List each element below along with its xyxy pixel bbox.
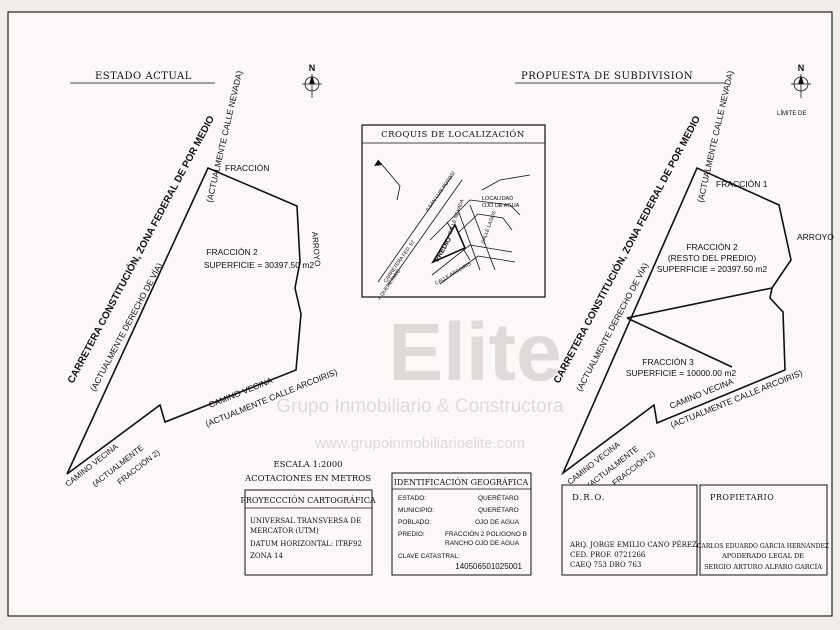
identificacion-title: IDENTIFICACIÓN GEOGRÁFICA: [394, 478, 529, 487]
watermark: Elite Grupo Inmobiliario & Constructora …: [276, 307, 564, 452]
croquis-localidad-1: LOCALIDAD: [482, 196, 513, 202]
propietario-line1: CARLOS EDUARDO GARCÍA HERNÁNDEZ: [697, 543, 829, 550]
watermark-brand: Elite: [388, 307, 561, 398]
left-polygon: [66, 166, 302, 475]
escala-line2: ACOTACIONES EN METROS: [244, 474, 371, 484]
right-limite: LÍMITE DE: [777, 110, 806, 117]
right-superficie2: SUPERFICIE = 20397.50 m2: [657, 264, 768, 274]
right-arroyo: ARROYO: [797, 232, 834, 242]
estado-value: QUERÉTARO: [478, 493, 519, 502]
left-arroyo: ARROYO: [310, 231, 322, 266]
identificacion-frame: [391, 472, 532, 576]
propietario-line2: APODERADO LEGAL DE: [721, 552, 804, 560]
right-title: PROPUESTA DE SUBDIVISION: [521, 71, 693, 82]
proyeccion-title: PROYECCCIÓN CARTOGRÁFICA: [240, 496, 375, 505]
right-resto: (RESTO DEL PREDIO): [668, 253, 756, 263]
clave-value: 140506501025001: [455, 562, 522, 571]
proyeccion-box: PROYECCCIÓN CARTOGRÁFICA UNIVERSAL TRANS…: [240, 489, 376, 576]
propietario-box: PROPIETARIO CARLOS EDUARDO GARCÍA HERNÁN…: [697, 484, 829, 576]
croquis-frame: [361, 124, 546, 298]
right-division-line-2: [626, 287, 773, 319]
dro-line1: ARQ. JORGE EMILIO CANO PÉREZ: [569, 540, 697, 549]
right-fraccion1: FRACCIÓN 1: [716, 179, 768, 189]
dro-box: D.R.O. ARQ. JORGE EMILIO CANO PÉREZ CED.…: [561, 484, 698, 576]
croquis-predio-shape: [431, 223, 467, 264]
dro-frame: [561, 484, 698, 576]
right-fraccion3: FRACCIÓN 3: [642, 357, 694, 367]
left-title: ESTADO ACTUAL: [95, 71, 192, 82]
right-polygon: [561, 166, 792, 476]
proyeccion-line3: DATUM HORIZONTAL: ITRF92: [250, 540, 362, 548]
north-arrow-icon: [798, 75, 804, 84]
croquis-title: CROQUIS DE LOCALIZACIÓN: [381, 128, 525, 140]
left-fraccion-top: FRACCIÓN: [225, 163, 269, 173]
poblado-value: OJO DE AGUA: [475, 519, 520, 526]
right-superficie3: SUPERFICIE = 10000.00 m2: [626, 368, 737, 378]
propietario-title: PROPIETARIO: [710, 493, 774, 502]
dro-line3: CAEQ 753 DRO 763: [570, 561, 641, 569]
estado-label: ESTADO:: [398, 495, 426, 502]
croquis-arrow-icon: [374, 160, 382, 166]
predio-value-2: RANCHO OJO DE AGUA: [445, 540, 520, 547]
dro-line2: CED. PROF. 0721266: [570, 551, 646, 559]
poblado-label: POBLADO:: [398, 519, 431, 526]
croquis-localidad-2: OJO DE AGUA: [482, 203, 520, 209]
municipio-label: MUNICIPIO:: [398, 507, 434, 514]
north-label: N: [309, 63, 316, 73]
propietario-line3: SERGIO ARTURO ALFARO GARCÍA: [704, 562, 822, 571]
left-fraccion-label: FRACCIÓN 2: [206, 247, 258, 257]
predio-value-1: FRACCIÓN 2 POLIGONO B: [445, 529, 527, 538]
dro-title: D.R.O.: [572, 493, 606, 503]
proyeccion-line4: ZONA 14: [250, 552, 283, 560]
predio-label: PREDIO:: [398, 531, 425, 538]
escala-line1: ESCALA 1:2000: [273, 460, 342, 470]
proyeccion-frame: [244, 489, 373, 576]
proyeccion-line2: MERCATOR (UTM): [250, 527, 319, 535]
left-superficie: SUPERFICIE = 30397.50 m2: [204, 260, 315, 270]
propietario-frame: [699, 484, 828, 576]
right-division-line-1: [626, 317, 733, 368]
watermark-website: www.grupoinmobiliarioelite.com: [314, 435, 525, 452]
municipio-value: QUERÉTARO: [478, 505, 519, 514]
proyeccion-line1: UNIVERSAL TRANSVERSA DE: [250, 517, 361, 525]
left-north-arrow: N: [302, 63, 322, 98]
north-label: N: [798, 63, 805, 73]
watermark-company: Grupo Inmobiliario & Constructora: [276, 396, 564, 417]
identificacion-box: IDENTIFICACIÓN GEOGRÁFICA ESTADO: QUERÉT…: [391, 472, 532, 576]
right-fraccion2: FRACCIÓN 2: [686, 242, 738, 252]
escala-block: ESCALA 1:2000 ACOTACIONES EN METROS: [244, 460, 371, 484]
right-north-arrow: N: [791, 63, 811, 98]
croquis-box: CROQUIS DE LOCALIZACIÓN PREDIO LOCALIDAD…: [361, 124, 546, 301]
north-arrow-icon: [309, 75, 315, 84]
clave-label: CLAVE CATASTRAL:: [398, 553, 460, 560]
